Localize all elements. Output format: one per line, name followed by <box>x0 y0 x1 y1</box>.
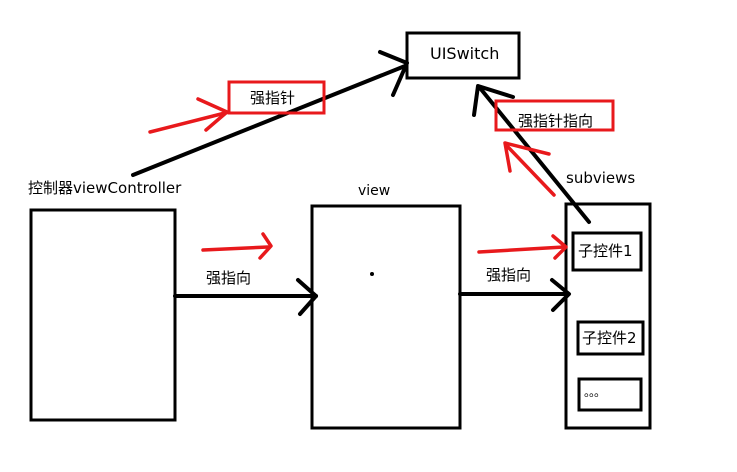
child1-to-uiswitch-label: 强指针指向 <box>518 112 594 130</box>
red-arrow-child1-uiswitch <box>503 141 556 197</box>
controller-to-uiswitch-label: 强指针 <box>250 89 296 107</box>
red-arrow-controller-uiswitch <box>148 97 229 134</box>
controller-to-uiswitch-arrow <box>131 50 409 177</box>
view-center-dot <box>370 272 374 276</box>
strong-pointer-highlight-box <box>227 80 326 115</box>
child-control-1-box <box>571 231 643 272</box>
view-controller-box <box>29 208 177 422</box>
uiswitch-box <box>405 31 521 80</box>
child-more-box <box>577 377 643 412</box>
child-control-1-label: 子控件1 <box>578 242 633 260</box>
view-to-subviews-label: 强指向 <box>486 266 532 284</box>
strong-pointer-to-highlight-box <box>494 99 615 132</box>
child-control-2-label: 子控件2 <box>582 329 637 347</box>
subviews-box <box>564 202 652 430</box>
view-label: view <box>358 183 391 199</box>
subviews-label: subviews <box>566 169 636 187</box>
child-more-label: 。。。 <box>584 385 606 399</box>
view-box <box>310 204 462 430</box>
red-arrow-controller-view <box>201 232 273 260</box>
child1-to-uiswitch-arrow <box>472 84 591 224</box>
uiswitch-label: UISwitch <box>430 44 500 63</box>
controller-to-view-arrow <box>173 278 318 316</box>
controller-to-view-label: 强指向 <box>206 269 252 287</box>
child-control-2-box <box>576 320 645 356</box>
view-to-subviews-arrow <box>458 278 571 312</box>
red-arrow-view-child1 <box>477 234 568 260</box>
view-controller-label: 控制器viewController <box>28 179 182 197</box>
